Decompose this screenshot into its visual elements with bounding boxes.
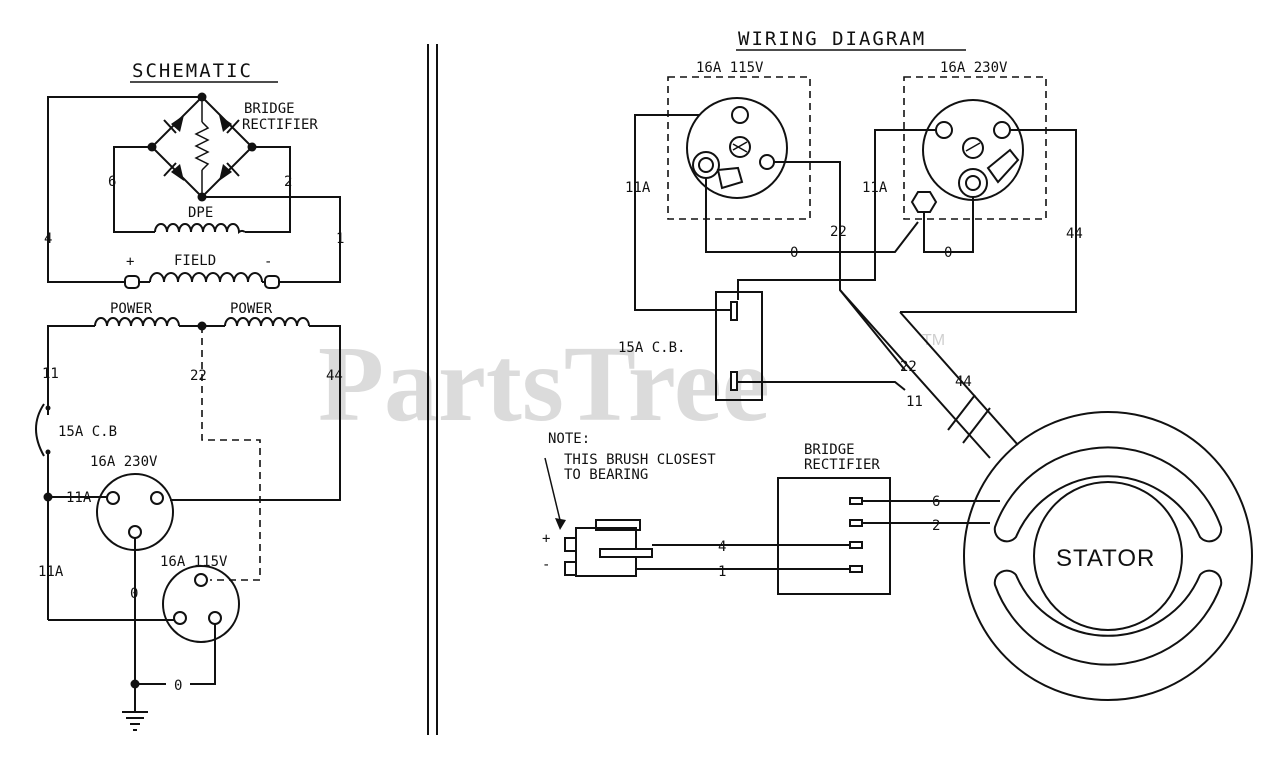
schematic-dpe-label: DPE (188, 205, 213, 221)
schematic-wire-11-label: 11 (42, 366, 59, 382)
wiring-wire-6-label: 6 (932, 494, 940, 510)
schematic-wire-11a-side-label: 11A (38, 564, 64, 580)
schematic-field-coil (124, 272, 290, 289)
schematic-dpe-coil (154, 223, 246, 235)
schematic-circuit-breaker (35, 403, 53, 620)
schematic-field-minus: - (264, 254, 272, 270)
schematic-cb-label: 15A C.B (58, 424, 117, 440)
schematic-power-right-label: POWER (230, 301, 273, 317)
schematic-recept-230-label: 16A 230V (90, 454, 158, 470)
wiring-recept-115-label: 16A 115V (696, 60, 764, 76)
wiring-wire-2-label: 2 (932, 518, 940, 534)
wiring-note-title: NOTE: (548, 431, 590, 447)
wiring-note-line1: THIS BRUSH CLOSEST (564, 452, 716, 468)
wiring-bridge-label-1: BRIDGE (804, 442, 855, 458)
watermark-text: PartsTree (318, 325, 770, 444)
schematic-title: SCHEMATIC (132, 60, 253, 82)
wiring-wire-22-top-label: 22 (830, 224, 847, 240)
schematic-bridge-label-2: RECTIFIER (242, 117, 318, 133)
wiring-bridge-label-2: RECTIFIER (804, 457, 880, 473)
schematic-power-windings (47, 317, 341, 581)
schematic-bridge-rectifier (147, 92, 257, 202)
schematic-recept-115-label: 16A 115V (160, 554, 228, 570)
wiring-cb-label: 15A C.B. (618, 340, 685, 356)
schematic-wire-4-label: 4 (44, 231, 52, 247)
schematic-receptacle-230v (48, 473, 174, 684)
ground-icon (122, 684, 148, 731)
schematic-wire-0b-label: 0 (174, 678, 182, 694)
wiring-wire-11a-left-label: 11A (625, 180, 651, 196)
schematic-field-plus: + (126, 254, 134, 270)
wiring-wire-0-left-label: 0 (790, 245, 798, 261)
wiring-wire-0-right-label: 0 (944, 245, 952, 261)
wiring-wire-4-label: 4 (718, 539, 726, 555)
wiring-wire-11a-right-label: 11A (862, 180, 888, 196)
wiring-section: WIRING DIAGRAM 16A 115V (542, 28, 1253, 701)
schematic-wire-22-label: 22 (190, 368, 207, 384)
schematic-wire-2-label: 2 (284, 174, 292, 190)
schematic-wire-0a-label: 0 (130, 586, 138, 602)
wiring-receptacle-230v (903, 76, 1047, 220)
wiring-stator-label: STATOR (1056, 545, 1155, 572)
wiring-wire-1-label: 1 (718, 564, 726, 580)
wiring-wire-44-top-label: 44 (1066, 226, 1083, 242)
wiring-wire-22-bottom-label: 22 (900, 359, 917, 375)
wiring-hex-terminal (910, 191, 974, 253)
wiring-brush-plus: + (542, 531, 550, 547)
schematic-wire-11a-top-label: 11A (66, 490, 92, 506)
schematic-section: SCHEMATIC BRIDGE RECTIFIER 4 (35, 60, 344, 731)
section-divider (427, 44, 438, 735)
wiring-circuit-breaker (715, 291, 906, 401)
wiring-title: WIRING DIAGRAM (738, 28, 926, 50)
wiring-wire-11-bottom-label: 11 (906, 394, 923, 410)
schematic-wire-6-label: 6 (108, 174, 116, 190)
wiring-receptacle-115v (667, 76, 811, 220)
schematic-field-label: FIELD (174, 253, 216, 269)
schematic-wire-44-label: 44 (326, 368, 343, 384)
wiring-recept-230-label: 16A 230V (940, 60, 1008, 76)
wiring-wire-44-bottom-label: 44 (955, 374, 972, 390)
wiring-bridge-rectifier (777, 477, 1000, 595)
wiring-brush-holder (544, 457, 850, 577)
wiring-note-line2: TO BEARING (564, 467, 648, 483)
schematic-power-left-label: POWER (110, 301, 153, 317)
wiring-harness (839, 289, 1019, 459)
schematic-wire-1-label: 1 (336, 231, 344, 247)
wiring-brush-minus: - (542, 557, 550, 573)
schematic-receptacle-115v (48, 565, 240, 685)
schematic-bridge-label-1: BRIDGE (244, 101, 295, 117)
wiring-stator (963, 411, 1253, 701)
